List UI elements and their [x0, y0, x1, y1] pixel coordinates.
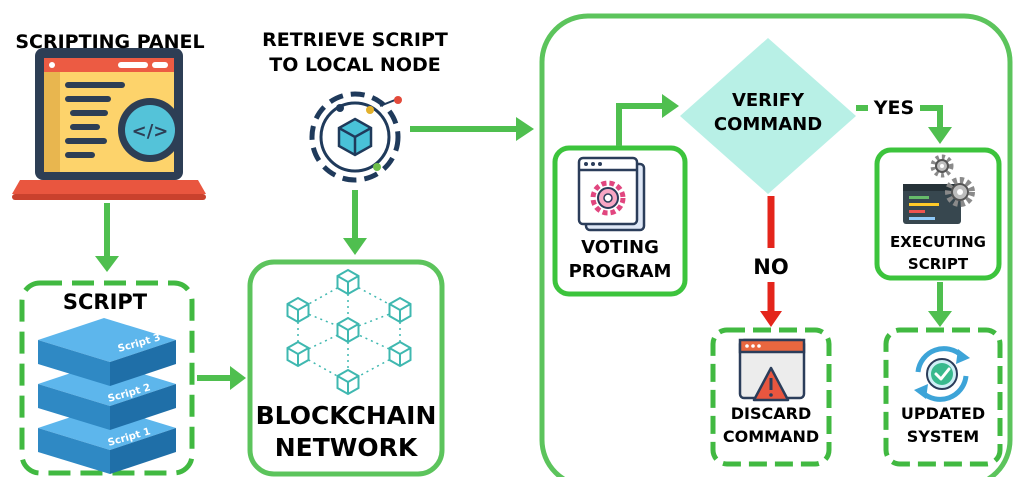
updated-box [883, 327, 1003, 467]
scripting-panel-label: SCRIPTING PANEL [15, 31, 205, 53]
executing-label-line1: EXECUTING [890, 233, 986, 251]
executing-box [874, 147, 1002, 281]
arrow-yes-to-executing [856, 105, 952, 144]
verify-diamond [680, 38, 856, 194]
process-container [539, 13, 1013, 477]
retrieve-label-line1: RETRIEVE SCRIPT [262, 29, 448, 51]
blockchain-label-line2: NETWORK [274, 433, 418, 462]
executing-label-line2: SCRIPT [907, 255, 969, 273]
arrow-executing-to-updated [928, 282, 952, 327]
discard-label-line2: COMMAND [722, 427, 820, 446]
retrieve-label-line2: TO LOCAL NODE [269, 54, 441, 76]
discard-box [710, 327, 832, 467]
script-box [19, 280, 195, 476]
window-gear-icon [577, 156, 646, 232]
voting-label-line2: PROGRAM [568, 261, 672, 282]
verify-label-line2: COMMAND [713, 114, 823, 135]
terminal-gears-icon [903, 154, 975, 224]
arrow-no-to-discard [760, 196, 782, 327]
blockchain-label-line1: BLOCKCHAIN [255, 401, 437, 430]
svg-text:</>: </> [132, 121, 169, 142]
voting-label-line1: VOTING [581, 237, 659, 258]
no-label: NO [753, 255, 789, 279]
arrow-laptop-to-script [95, 203, 119, 272]
gear-cube-icon [309, 91, 402, 183]
laptop-code-icon: </> [12, 48, 206, 200]
arrow-gear-to-blockchain [343, 190, 367, 255]
updated-label-line1: UPDATED [900, 404, 986, 423]
updated-label-line2: SYSTEM [906, 427, 980, 446]
script-stack-icon: Script 1 Script 2 Script 3 [38, 318, 176, 474]
window-warning-icon [738, 338, 806, 402]
arrow-script-to-blockchain [197, 366, 246, 390]
discard-label-line1: DISCARD [730, 404, 812, 423]
yes-label: YES [873, 97, 915, 119]
arrow-gear-to-container [410, 117, 534, 141]
blockchain-network-icon [286, 269, 412, 395]
refresh-check-icon [914, 346, 970, 402]
arrow-voting-to-diamond [616, 94, 679, 146]
verify-label-line1: VERIFY [731, 90, 805, 111]
script-title: SCRIPT [62, 290, 148, 314]
blockchain-box [247, 259, 445, 477]
voting-box [552, 145, 688, 297]
